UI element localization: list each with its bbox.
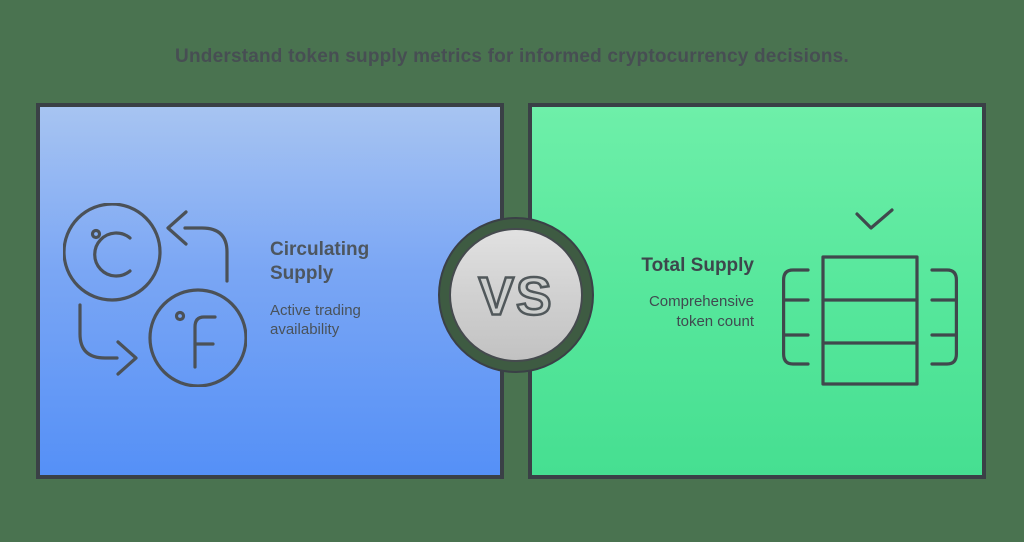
token-table-checkmark-icon — [782, 208, 958, 386]
circulating-supply-panel: Circulating Supply Active trading availa… — [36, 103, 504, 479]
vs-badge-inner: VS — [449, 228, 583, 362]
checkmark-icon — [855, 208, 894, 230]
total-supply-subtext: Comprehensive token count — [648, 293, 754, 331]
table-right-column-icon — [930, 268, 958, 366]
total-supply-heading: Total Supply — [641, 255, 754, 276]
celsius-circle-icon — [63, 203, 162, 302]
table-left-column-icon — [782, 268, 810, 366]
circulating-supply-subtext: Active trading availability — [270, 301, 361, 339]
vs-label-text: VS — [478, 267, 553, 326]
total-supply-text-block: Total Supply Comprehensive token count — [624, 254, 754, 332]
arrow-head-left-icon — [166, 210, 188, 246]
degree-dot-icon — [90, 228, 102, 240]
fahrenheit-circle-icon — [148, 288, 247, 387]
temperature-conversion-icon — [63, 203, 247, 387]
circulating-supply-heading: Circulating Supply — [270, 239, 370, 285]
arrow-head-right-icon — [116, 340, 138, 376]
letter-f-icon — [193, 315, 217, 369]
vs-label: VS — [477, 266, 553, 328]
vs-badge: VS — [438, 217, 594, 373]
letter-c-icon — [93, 231, 132, 278]
degree-dot-icon — [174, 310, 186, 322]
arrow-curve-bottom-icon — [78, 303, 119, 360]
circulating-supply-text-block: Circulating Supply Active trading availa… — [270, 238, 392, 340]
page-title: Understand token supply metrics for info… — [175, 46, 849, 67]
table-body-icon — [821, 255, 919, 386]
arrow-curve-top-icon — [183, 226, 229, 283]
total-supply-panel: Total Supply Comprehensive token count — [528, 103, 986, 479]
